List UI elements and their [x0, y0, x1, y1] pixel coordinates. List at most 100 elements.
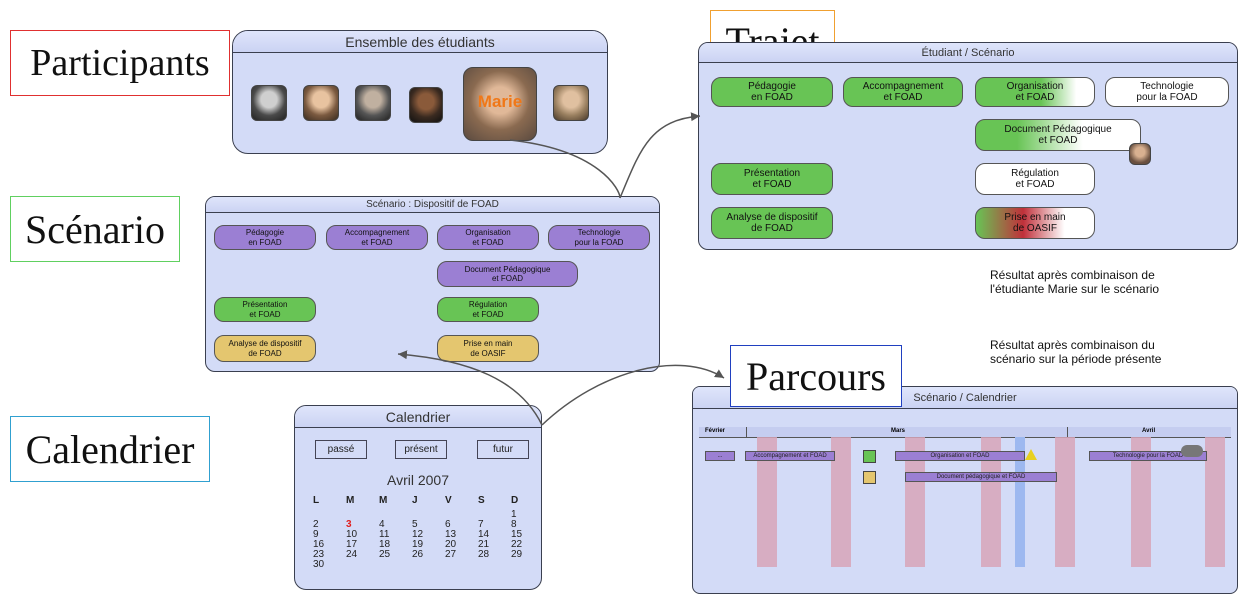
gantt-weekend-column: [1205, 437, 1225, 567]
calendar-day[interactable]: 9: [313, 529, 319, 540]
calendar-month: Avril 2007: [386, 472, 449, 488]
calendar-day[interactable]: 12: [412, 529, 424, 540]
calendar-day[interactable]: 7: [478, 519, 484, 530]
trajet-item[interactable]: Document Pédagogique et FOAD: [975, 119, 1141, 151]
trajet-item[interactable]: Régulation et FOAD: [975, 163, 1095, 195]
trajet-item[interactable]: Technologie pour la FOAD: [1105, 77, 1229, 107]
calendar-panel: Calendrier passé présent futur Avril 200…: [294, 405, 542, 590]
trajet-item[interactable]: Accompagnement et FOAD: [843, 77, 963, 107]
parcours-panel: Scénario / Calendrier Février Mars Avril…: [692, 386, 1238, 594]
warning-icon: [1025, 449, 1037, 460]
calendar-day[interactable]: 2: [313, 519, 319, 530]
gantt-bar[interactable]: Technologie pour la FOAD: [1089, 451, 1207, 461]
label-calendrier: Calendrier: [10, 416, 210, 482]
trajet-item[interactable]: Analyse de dispositif de FOAD: [711, 207, 833, 239]
calendar-day[interactable]: 29: [511, 549, 523, 560]
gantt-area: [699, 427, 1231, 567]
calendar-day[interactable]: 5: [412, 519, 418, 530]
gantt-month-divider: [746, 427, 747, 437]
student-photo[interactable]: [409, 87, 443, 123]
calendar-day-header: L: [313, 495, 320, 506]
scenario-item[interactable]: Accompagnement et FOAD: [326, 225, 428, 250]
label-scenario: Scénario: [10, 196, 180, 262]
calendar-day[interactable]: 14: [478, 529, 490, 540]
calendar-day[interactable]: 21: [478, 539, 490, 550]
students-panel-title: Ensemble des étudiants: [233, 31, 607, 53]
trajet-item[interactable]: Prise en main de OASIF: [975, 207, 1095, 239]
calendar-day[interactable]: 3: [346, 519, 352, 530]
student-photo-marie[interactable]: Marie: [463, 67, 537, 141]
student-photo[interactable]: [553, 85, 589, 121]
student-name-marie: Marie: [477, 92, 523, 111]
student-photo[interactable]: [355, 85, 391, 121]
note-result-period: Résultat après combinaison du scénario s…: [990, 338, 1162, 366]
calendar-day-header: V: [445, 495, 452, 506]
gantt-weekend-column: [757, 437, 777, 567]
trajet-item[interactable]: Pédagogie en FOAD: [711, 77, 833, 107]
gantt-bar[interactable]: Accompagnement et FOAD: [745, 451, 835, 461]
trajet-item[interactable]: Organisation et FOAD: [975, 77, 1095, 107]
calendar-day[interactable]: 8: [511, 519, 517, 530]
calendar-day[interactable]: 18: [379, 539, 391, 550]
calendar-day[interactable]: 25: [379, 549, 391, 560]
calendar-day-header: D: [511, 495, 519, 506]
scenario-item[interactable]: Organisation et FOAD: [437, 225, 539, 250]
student-photo[interactable]: [251, 85, 287, 121]
calendar-day-header: M: [346, 495, 355, 506]
student-photo[interactable]: [303, 85, 339, 121]
gantt-weekend-column: [905, 437, 925, 567]
gantt-bar[interactable]: Document pédagogique et FOAD: [905, 472, 1057, 482]
gantt-month-label: Mars: [891, 428, 906, 434]
calendar-day[interactable]: 28: [478, 549, 490, 560]
trajet-panel-title: Étudiant / Scénario: [699, 43, 1237, 63]
calendar-day[interactable]: 22: [511, 539, 523, 550]
calendar-day-header: J: [412, 495, 418, 506]
scenario-panel: Scénario : Dispositif de FOAD Pédagogie …: [205, 196, 660, 372]
calendar-day[interactable]: 27: [445, 549, 457, 560]
calendar-day-header: M: [379, 495, 388, 506]
calendar-day[interactable]: 1: [511, 509, 517, 520]
calendar-day[interactable]: 13: [445, 529, 457, 540]
scenario-panel-title: Scénario : Dispositif de FOAD: [206, 197, 659, 213]
arrow-scenario-to-trajet: [619, 112, 701, 199]
calendar-day[interactable]: 24: [346, 549, 358, 560]
trajet-item[interactable]: Présentation et FOAD: [711, 163, 833, 195]
gantt-status-square-green: [863, 450, 876, 463]
gantt-bar[interactable]: ...: [705, 451, 735, 461]
calendar-day[interactable]: 30: [313, 559, 325, 570]
trajet-panel: Étudiant / Scénario Pédagogie en FOAD Ac…: [698, 42, 1238, 250]
calendar-day[interactable]: 26: [412, 549, 424, 560]
gantt-month-header: [699, 427, 1231, 438]
cloud-icon: [1181, 445, 1203, 457]
gantt-weekend-column: [981, 437, 1001, 567]
gantt-bar[interactable]: Organisation et FOAD: [895, 451, 1025, 461]
calendar-day[interactable]: 17: [346, 539, 358, 550]
students-panel: Ensemble des étudiants Marie: [232, 30, 608, 154]
calendar-day[interactable]: 20: [445, 539, 457, 550]
label-participants: Participants: [10, 30, 230, 96]
scenario-item[interactable]: Régulation et FOAD: [437, 297, 539, 322]
scenario-item[interactable]: Analyse de dispositif de FOAD: [214, 335, 316, 362]
calendar-day[interactable]: 23: [313, 549, 325, 560]
scenario-item[interactable]: Pédagogie en FOAD: [214, 225, 316, 250]
gantt-weekend-column: [1131, 437, 1151, 567]
calendar-day[interactable]: 4: [379, 519, 385, 530]
student-avatar-icon: [1129, 143, 1151, 165]
gantt-month-label: Avril: [1142, 428, 1156, 434]
gantt-weekend-column: [1055, 437, 1075, 567]
calendar-day[interactable]: 19: [412, 539, 424, 550]
future-button[interactable]: futur: [477, 440, 529, 459]
calendar-day[interactable]: 6: [445, 519, 451, 530]
past-button[interactable]: passé: [315, 440, 367, 459]
calendar-day[interactable]: 10: [346, 529, 358, 540]
gantt-month-label: Février: [705, 428, 726, 434]
calendar-day[interactable]: 15: [511, 529, 523, 540]
scenario-item[interactable]: Document Pédagogique et FOAD: [437, 261, 578, 287]
calendar-day[interactable]: 16: [313, 539, 325, 550]
calendar-day[interactable]: 11: [379, 529, 390, 540]
present-button[interactable]: présent: [395, 440, 447, 459]
scenario-item[interactable]: Prise en main de OASIF: [437, 335, 539, 362]
scenario-item[interactable]: Technologie pour la FOAD: [548, 225, 650, 250]
scenario-item[interactable]: Présentation et FOAD: [214, 297, 316, 322]
